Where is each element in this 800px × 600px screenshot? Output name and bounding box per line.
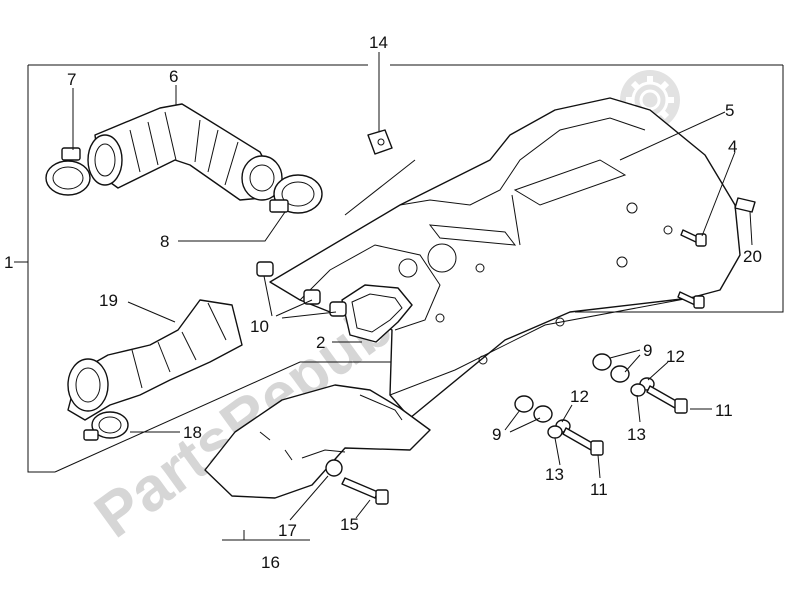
- drain-hose: [67, 299, 243, 421]
- grommet: [256, 261, 347, 317]
- part-label-2: 2: [316, 333, 325, 352]
- bolt: [341, 477, 389, 505]
- part-label-19: 19: [99, 291, 118, 310]
- bolt: [646, 385, 688, 414]
- part-label-6: 6: [169, 67, 178, 86]
- part-label-12: 12: [666, 347, 685, 366]
- bolt: [562, 427, 604, 456]
- gasket: [341, 284, 413, 343]
- part-label-18: 18: [183, 423, 202, 442]
- part-label-9: 9: [492, 425, 501, 444]
- screw: [677, 291, 705, 309]
- clip: [367, 129, 393, 155]
- part-label-12: 12: [570, 387, 589, 406]
- part-label-10: 10: [250, 317, 269, 336]
- leader-lines: [72, 52, 753, 541]
- part-label-13: 13: [545, 465, 564, 484]
- part-label-16: 16: [261, 553, 280, 572]
- part-label-9: 9: [643, 341, 652, 360]
- part-label-20: 20: [743, 247, 762, 266]
- part-label-4: 4: [728, 137, 737, 156]
- hose-clamp: [269, 174, 323, 214]
- part-label-7: 7: [67, 70, 76, 89]
- part-labels: 1 2 4 5 6 7 8 9 9 10 11 11 12 12 13 13 1…: [4, 33, 762, 572]
- cover-plate: [204, 384, 431, 499]
- part-label-14: 14: [369, 33, 388, 52]
- spacer: [325, 459, 343, 477]
- hose-clamp: [83, 411, 129, 441]
- part-label-8: 8: [160, 232, 169, 251]
- spacer: [514, 353, 630, 423]
- intake-hose: [87, 103, 283, 201]
- part-label-11: 11: [590, 480, 608, 499]
- part-label-13: 13: [627, 425, 646, 444]
- part-label-17: 17: [278, 521, 297, 540]
- part-label-11: 11: [715, 401, 733, 420]
- screw: [680, 229, 707, 247]
- part-label-1: 1: [4, 253, 13, 272]
- plug: [734, 197, 756, 213]
- part-label-5: 5: [725, 101, 734, 120]
- part-label-15: 15: [340, 515, 359, 534]
- hose-clamp: [45, 147, 91, 196]
